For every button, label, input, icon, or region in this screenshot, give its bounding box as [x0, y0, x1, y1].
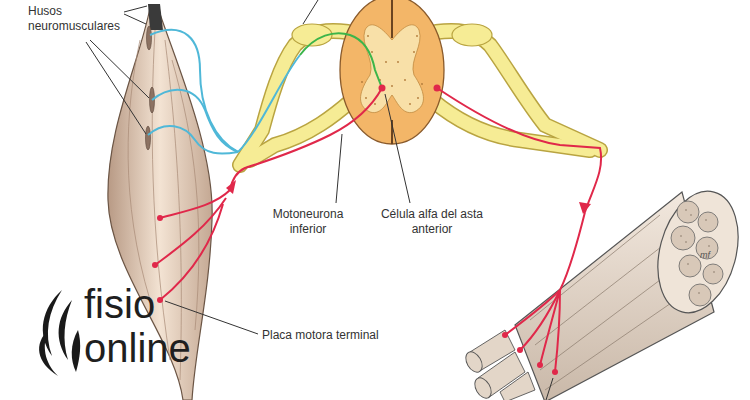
muscle [148, 4, 163, 30]
nerve-root [432, 100, 590, 150]
sensory-fibre [238, 55, 300, 152]
spinal-cord [371, 51, 373, 53]
sensory-fibre [148, 126, 238, 154]
motor-end-plate [502, 332, 558, 375]
motor-fibre [505, 290, 560, 335]
motor-fibre [160, 204, 223, 300]
muscle-bundle [703, 264, 723, 284]
motor-fibre [555, 290, 560, 372]
muscle-bundle [500, 372, 535, 400]
spinal-cord [391, 85, 393, 87]
motor-end-plate [517, 347, 523, 353]
spinal-cord [374, 103, 376, 105]
part-label: Husos neuromusculares [28, 4, 128, 34]
sensory-fibre [152, 90, 238, 152]
spinal-cord [365, 97, 367, 99]
logo-icon [72, 330, 80, 372]
muscle-bundle [685, 209, 687, 211]
muscle-bundle [708, 245, 710, 247]
leader-line [336, 134, 342, 203]
leader-line [303, 0, 318, 24]
motor-end-plate [552, 369, 558, 375]
motor-end-plate [157, 215, 163, 221]
logo-icon [39, 290, 80, 376]
leader-line [385, 94, 410, 203]
logo-icon [39, 330, 58, 376]
motor-neuron-cell [379, 85, 386, 92]
leader-line [124, 6, 147, 12]
muscle-bundle [705, 219, 707, 221]
muscle-bundle [645, 182, 750, 321]
spinal-cord [385, 61, 387, 63]
motor-neuron-cell [434, 85, 441, 92]
muscle-bundle [680, 209, 715, 294]
spindle [146, 126, 151, 150]
spinal-cord [367, 35, 369, 37]
motor-fibre [560, 212, 585, 290]
sensory-fibre [150, 30, 238, 152]
muscle-bundle [698, 212, 718, 232]
muscle-bundle [462, 182, 750, 400]
spinal-cord [421, 83, 423, 85]
part-label: Motoneurona inferior [262, 207, 354, 237]
muscle-bundle [687, 263, 689, 265]
motor-end-plate [502, 332, 508, 338]
part-label: Célula alfa del asta anterior [368, 207, 496, 237]
spinal-cord [417, 97, 419, 99]
sensory-fibre [300, 33, 382, 88]
sensory-fibre [148, 30, 382, 154]
muscle-bundle [690, 214, 692, 216]
motor-fibre [155, 198, 226, 265]
nerve-root [250, 100, 352, 160]
spinal-cord [416, 35, 418, 37]
motor-fibre [520, 290, 560, 350]
part-label: Placa motora terminal [262, 328, 379, 343]
spindle [147, 26, 152, 50]
logo-icon [43, 290, 62, 356]
leader-line [124, 14, 146, 24]
muscle-bundle [677, 201, 699, 223]
motor-end-plate [152, 262, 158, 268]
muscle-bundle [713, 271, 715, 273]
muscle-bundle [685, 241, 687, 243]
spinal-cord [413, 51, 415, 53]
muscle-bundle [679, 255, 701, 277]
ganglion [452, 24, 492, 46]
nerve-root [432, 100, 590, 150]
motor-neuron-cell [379, 85, 441, 92]
leader-line [90, 40, 149, 98]
motor-fibre [505, 212, 585, 372]
watermark-logo: fisio online [84, 282, 234, 370]
spinal-cord [397, 61, 399, 63]
spinal-cord [361, 35, 423, 105]
motor-fibre [230, 88, 382, 190]
muscle-bundle [671, 226, 695, 250]
muscle-bundle [671, 201, 723, 306]
logo-icon [59, 300, 72, 360]
signature: mf [700, 250, 710, 261]
spinal-cord [404, 79, 406, 81]
muscle-bundle [462, 330, 535, 400]
spinal-cord [409, 103, 411, 105]
motor-fibre [437, 88, 601, 212]
muscle-bundle [471, 375, 494, 400]
arrowhead [226, 180, 236, 194]
spinal-cord [361, 81, 363, 83]
leader-line [546, 378, 553, 400]
motor-end-plate [157, 297, 163, 303]
muscle-bundle [680, 235, 682, 237]
motor-fibre [155, 88, 601, 300]
leader-line [86, 42, 146, 134]
muscle-bundle [698, 292, 700, 294]
muscle-bundle [462, 349, 485, 375]
motor-end-plate [537, 362, 543, 368]
muscle-bundle [689, 284, 711, 306]
